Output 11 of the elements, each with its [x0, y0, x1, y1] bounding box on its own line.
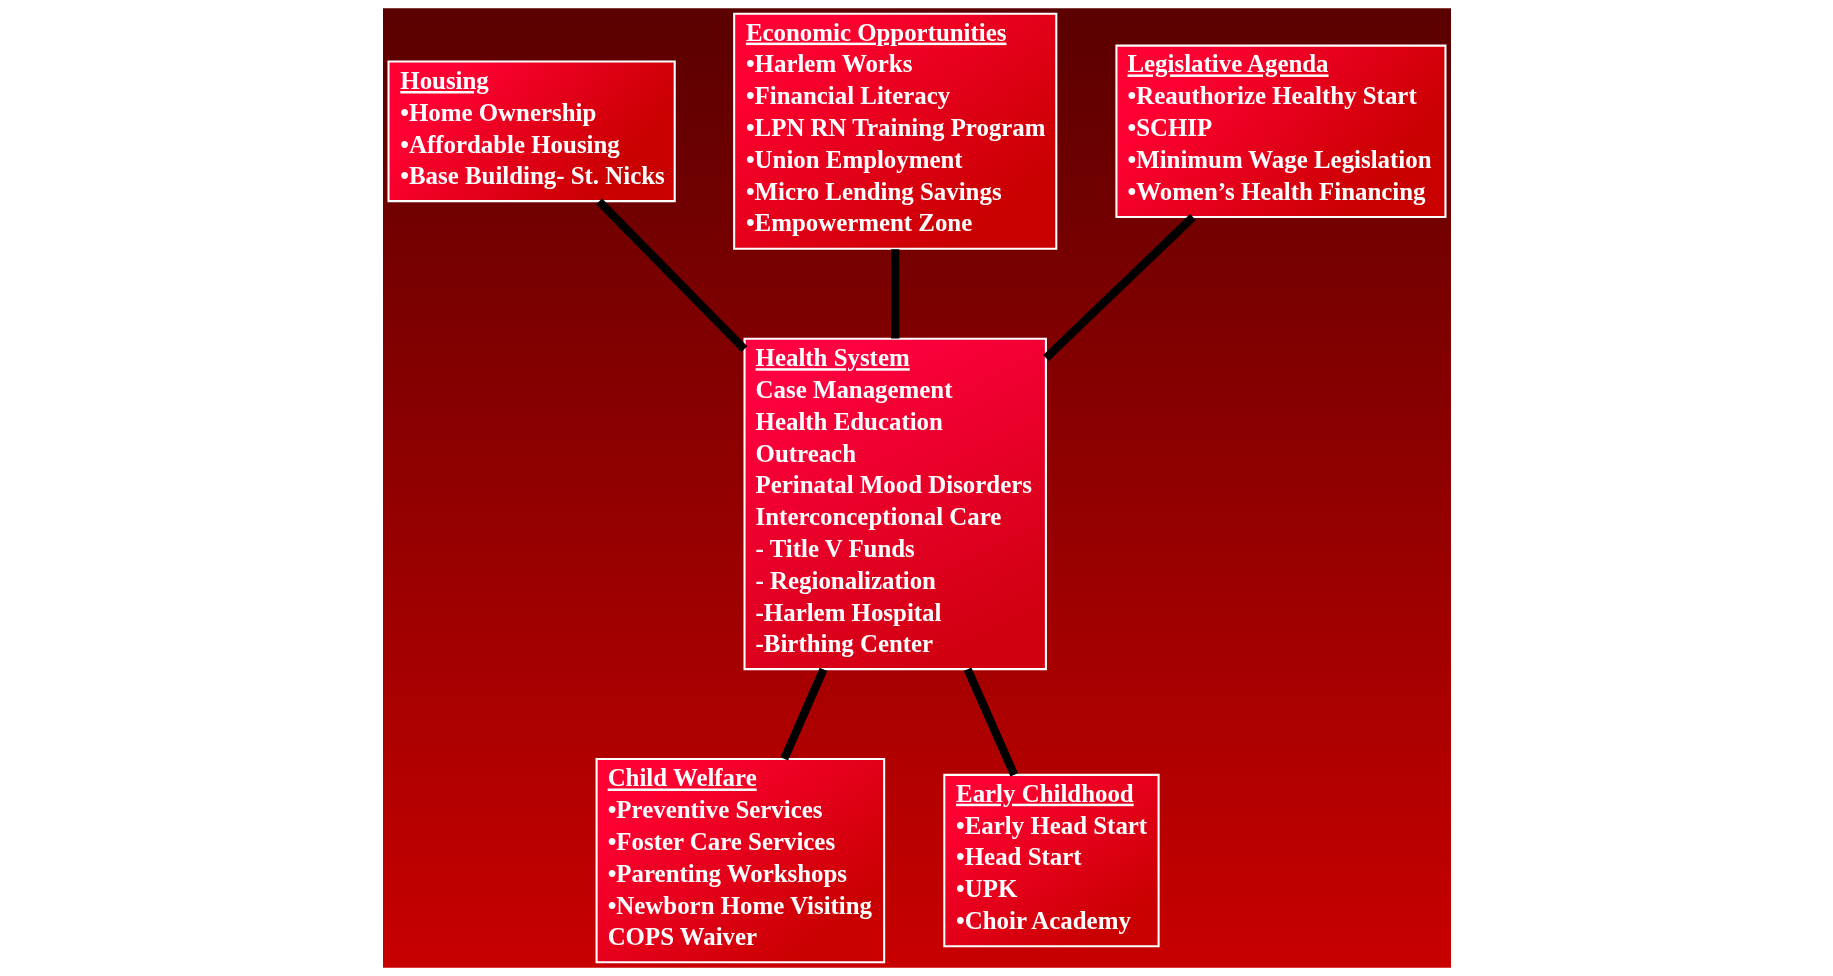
connector — [595, 198, 747, 352]
node-box: Child Welfare •Preventive Services •Foster Care Services •Parenting Workshops •Newborn Home Visiting COPS Waiver — [595, 757, 885, 964]
connector — [890, 249, 899, 339]
connector — [963, 667, 1018, 777]
node-box: Health System Case Management Health Education Outreach Perinatal Mood Disorders Interconceptional Care - Title V Funds - Regionalization -Harlem Hospital -Birthing Center — [743, 337, 1047, 671]
node-box: Economic Opportunities •Harlem Works •Financial Literacy •LPN RN Training Program •Union Employment •Micro Lending Savings •Empowerment Zone — [732, 12, 1057, 250]
connector — [1042, 214, 1196, 361]
node-box: Housing •Home Ownership •Affordable Housing •Base Building- St. Nicks — [387, 60, 676, 203]
node-box: Early Childhood •Early Head Start •Head Start •UPK •Choir Academy — [942, 773, 1160, 948]
node-box: Legislative Agenda •Reauthorize Healthy Start •SCHIP •Minimum Wage Legislation •Women’s Health Financing — [1114, 44, 1446, 219]
connector — [780, 667, 827, 761]
